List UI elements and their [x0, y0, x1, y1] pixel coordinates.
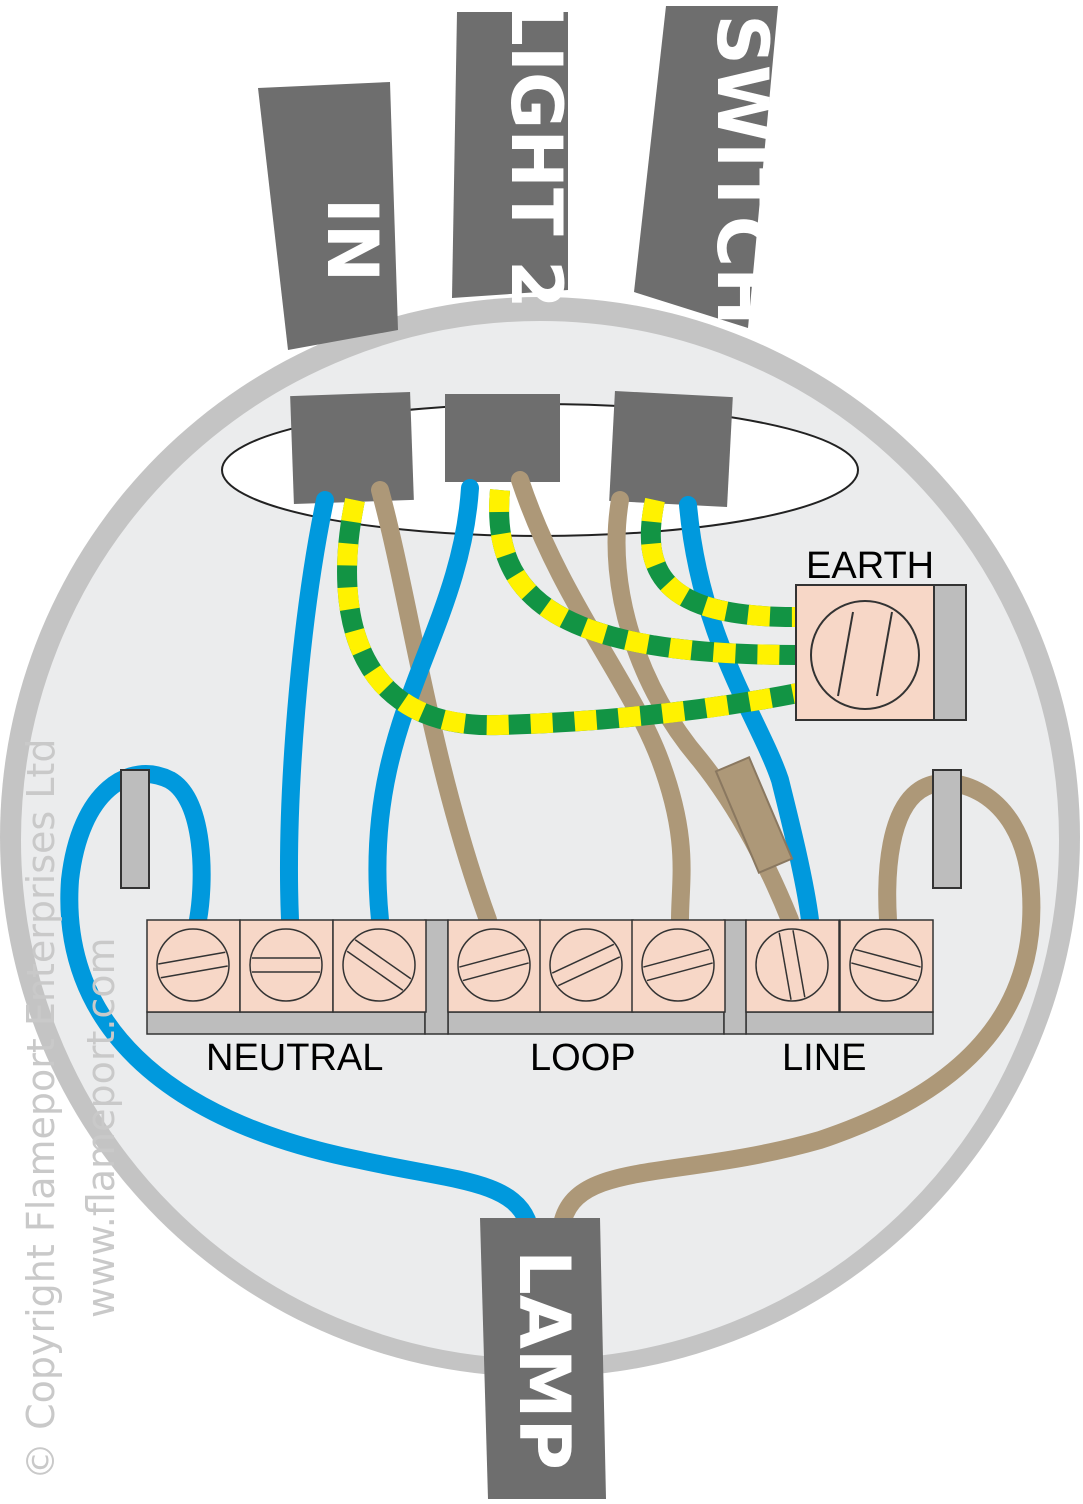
terminal-block: [239, 919, 334, 1013]
screw-icon: [755, 928, 829, 1002]
screw-icon: [156, 928, 230, 1002]
screw-icon: [457, 928, 531, 1002]
loop-strip-base: [447, 1011, 725, 1035]
in-neutral-wire: [280, 491, 334, 929]
screw-slot: [854, 948, 921, 968]
separator-2: [723, 919, 747, 1035]
line-label: LINE: [782, 1037, 866, 1079]
switch-cable-stub: [609, 390, 733, 508]
light2-earth-wire-stripes: [489, 489, 799, 665]
screw-icon: [810, 600, 920, 710]
in-cable-label: IN: [311, 198, 393, 283]
switch-cable-label: SWITCH: [701, 14, 783, 325]
right-anchor-post: [932, 769, 962, 889]
light2-cable-stub: [445, 394, 560, 482]
light2-neutral-wire: [368, 479, 479, 929]
neutral-label: NEUTRAL: [206, 1037, 383, 1079]
lamp-neutral-wire: [60, 765, 536, 1229]
terminal-block: [631, 919, 726, 1013]
screw-slot: [459, 948, 526, 968]
in-earth-wire-stripes: [337, 497, 800, 736]
terminal-block: [745, 919, 840, 1013]
screw-slot: [792, 930, 806, 998]
terminal-block: [539, 919, 634, 1013]
screw-slot: [158, 951, 226, 965]
switch-earth-wire-stripes: [640, 497, 799, 628]
terminal-block: [146, 919, 241, 1013]
earth-terminal-side: [933, 584, 967, 721]
screw-slot: [851, 962, 918, 982]
terminal-block: [447, 919, 542, 1013]
in-line-wire: [371, 481, 497, 929]
in-cable-stub: [290, 391, 414, 505]
screw-slot: [462, 962, 529, 982]
screw-slot: [646, 962, 713, 982]
lamp-cable-label: LAMP: [503, 1250, 585, 1470]
screw-slot: [643, 948, 710, 968]
earth-wires: [337, 489, 800, 736]
screw-slot: [346, 950, 404, 991]
screw-icon: [641, 928, 715, 1002]
screw-icon: [342, 928, 416, 1002]
terminal-block: [332, 919, 427, 1013]
loop-label: LOOP: [530, 1037, 636, 1079]
lamp-line-wire: [554, 774, 1041, 1229]
light2-cable-label: LIGHT 2: [495, 1, 577, 309]
line-strip-base: [745, 1011, 934, 1035]
screw-slot: [778, 932, 792, 1000]
earth-label: EARTH: [806, 545, 934, 587]
screw-slot: [354, 939, 412, 980]
website-watermark: www.flameport.com: [79, 937, 123, 1318]
switch-sleeve: [714, 756, 794, 874]
screw-icon: [549, 928, 623, 1002]
neutral-strip-base: [146, 1011, 426, 1035]
copyright-watermark: © Copyright Flameport Enterprises Ltd: [19, 739, 63, 1480]
terminal-row: [146, 919, 934, 1013]
screw-slot: [551, 943, 615, 974]
light2-cable-outer: [452, 12, 568, 298]
lamp-cable: [480, 1218, 606, 1499]
screw-slot: [160, 965, 228, 979]
left-anchor-post: [120, 769, 150, 889]
in-cable-outer: [258, 82, 398, 350]
screw-icon: [849, 928, 923, 1002]
separator-1: [424, 919, 449, 1035]
screw-icon: [249, 928, 323, 1002]
screw-slot: [557, 956, 621, 987]
terminal-block: [839, 919, 934, 1013]
switch-cable-outer: [634, 6, 778, 328]
light2-line-wire: [511, 471, 691, 929]
